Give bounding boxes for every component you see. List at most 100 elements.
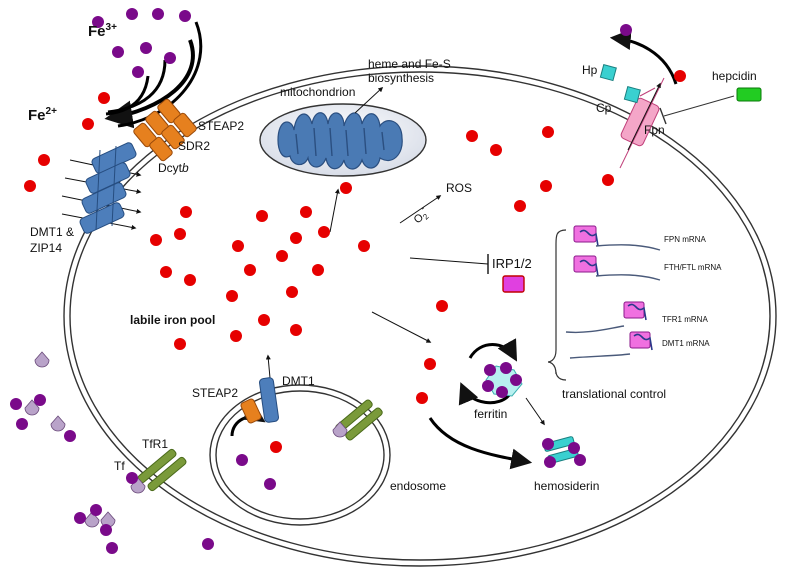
cell-membrane-outer	[63, 65, 777, 567]
superoxide-label: O2-	[409, 203, 433, 227]
fe3-iron-dot	[179, 10, 191, 22]
dmt1-mrna-label: DMT1 mRNA	[662, 339, 710, 348]
fe2-iron-dot	[416, 392, 428, 404]
hemosiderin-curved-arrow	[428, 417, 533, 470]
transferrin-drop	[24, 399, 40, 416]
fe2-iron-dot	[312, 264, 324, 276]
fe2-iron-dot	[290, 324, 302, 336]
dcytb-label: Dcytb	[158, 161, 189, 175]
fe3-iron-dot	[164, 52, 176, 64]
transferrin-drop	[84, 511, 100, 528]
dmt1-zip14-label-1: DMT1 &	[30, 225, 74, 239]
lip-to-ros-arrow	[399, 195, 442, 224]
fe2-iron-dot	[244, 264, 256, 276]
fe2-iron-dot	[98, 92, 110, 104]
fe2-iron-dot	[602, 174, 614, 186]
fe3-iron-dot	[574, 454, 586, 466]
mrna-fth-ftl	[573, 255, 661, 281]
fe3-iron-dot	[126, 472, 138, 484]
fe2-iron-dot	[174, 228, 186, 240]
fe3-iron-dot	[620, 24, 632, 36]
fe2-iron-dot	[542, 126, 554, 138]
transferrin-drop	[50, 415, 66, 432]
mito-to-heme-arrow	[354, 86, 384, 114]
dmt1-zip14-label-2: ZIP14	[30, 241, 62, 255]
fe3-iron-dot	[568, 442, 580, 454]
fe2-iron-dot	[358, 240, 370, 252]
fe3-iron-dot	[510, 374, 522, 386]
translational-control-label: translational control	[562, 387, 666, 401]
fe2-iron-dot	[226, 290, 238, 302]
dmt1-endosome-label: DMT1	[282, 374, 315, 388]
cp-label: Cp	[596, 101, 612, 115]
steap2-endosome-label: STEAP2	[192, 386, 238, 400]
fe3-iron-dot	[74, 512, 86, 524]
fe2-iron-dot	[290, 232, 302, 244]
steap2-endosome	[240, 398, 262, 424]
ceruloplasmin-marker	[623, 86, 641, 104]
ferroportin-channel	[619, 77, 665, 169]
fe2-iron-dot	[674, 70, 686, 82]
fe2-label: Fe2+	[28, 106, 57, 124]
fe3-iron-dot	[152, 8, 164, 20]
tfr1-receptor-membrane-2	[147, 456, 187, 492]
heme-label-1: heme and Fe-S	[368, 57, 451, 71]
cell-membrane-inner	[69, 71, 771, 561]
transferrin-drop	[130, 477, 146, 494]
fpn-label: Fpn	[644, 123, 665, 137]
hepcidin-inhibition-line	[663, 95, 735, 117]
sdr2-label: SDR2	[178, 139, 210, 153]
hp-label: Hp	[582, 63, 598, 77]
fe3-iron-dot	[16, 418, 28, 430]
fe2-iron-dot	[82, 118, 94, 130]
fe2-iron-dot	[258, 314, 270, 326]
oxidation-arrow	[609, 29, 678, 85]
fe3-iron-dot	[64, 430, 76, 442]
fe2-iron-dot	[256, 210, 268, 222]
fe3-iron-dot	[482, 380, 494, 392]
endosome-membrane-inner	[215, 390, 385, 520]
fe3-iron-dot	[140, 42, 152, 54]
dmt1-endosome-arrow	[265, 354, 271, 379]
ferritin-label: ferritin	[474, 407, 507, 421]
lip-to-mito-arrow	[329, 188, 340, 233]
iron-dots-layer	[10, 8, 686, 554]
fe2-iron-dot	[514, 200, 526, 212]
fe3-iron-dot	[544, 456, 556, 468]
fe3-iron-dot	[92, 16, 104, 28]
fpn-mrna-label: FPN mRNA	[664, 235, 706, 244]
fe3-iron-dot	[264, 478, 276, 490]
steap2-label: STEAP2	[198, 119, 244, 133]
lip-to-ferritin-arrow	[371, 311, 432, 343]
fe2-iron-dot	[318, 226, 330, 238]
fe2-iron-dot	[424, 358, 436, 370]
transferrin-drop	[34, 351, 50, 368]
endosome-membrane-outer	[209, 384, 391, 526]
mrna-dmt1	[569, 331, 653, 359]
fe3-iron-dot	[496, 386, 508, 398]
fe3-iron-dot	[542, 438, 554, 450]
fe3-iron-dot	[106, 542, 118, 554]
fe2-iron-dot	[436, 300, 448, 312]
fe3-iron-dot	[132, 66, 144, 78]
mitochondrion	[259, 103, 427, 177]
fe3-iron-dot	[236, 454, 248, 466]
dmt1-endosome-transporter	[259, 377, 279, 423]
irp-label: IRP1/2	[492, 256, 532, 271]
lip-to-irp-inhibition	[409, 257, 489, 265]
fpn-export-arrow	[627, 82, 661, 151]
reduction-arrows	[104, 21, 203, 129]
fe2-iron-dot	[230, 330, 242, 342]
fe2-iron-dot	[490, 144, 502, 156]
fe2-iron-dot	[184, 274, 196, 286]
ferritin-shell	[485, 365, 523, 397]
mrna-fpn	[573, 225, 661, 251]
endosome-label: endosome	[390, 479, 446, 493]
fe3-iron-dot	[34, 394, 46, 406]
transferrin-drop	[332, 421, 348, 438]
fe3-iron-dot	[10, 398, 22, 410]
fe2-iron-dot	[540, 180, 552, 192]
ferritin-to-hemosiderin-arrow	[525, 397, 545, 426]
